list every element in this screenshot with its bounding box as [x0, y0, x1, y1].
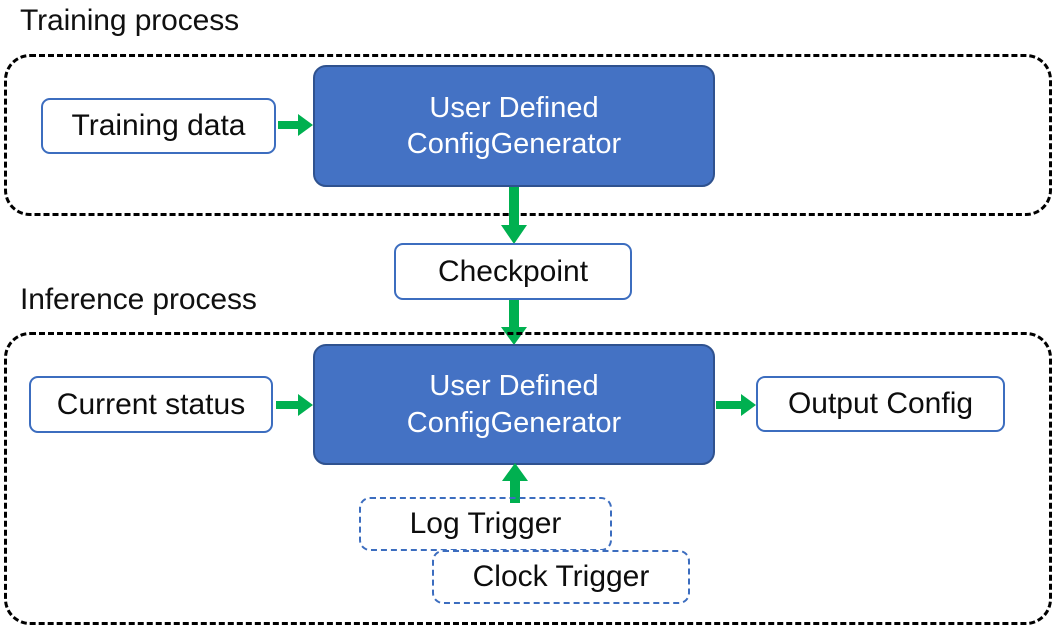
arrow-triggers-to-process: [501, 463, 529, 503]
training-configgenerator-node[interactable]: User Defined ConfigGenerator: [313, 65, 715, 187]
output-config-node[interactable]: Output Config: [756, 376, 1005, 432]
training-section-title: Training process: [20, 4, 240, 37]
arrow-training-data-to-process: [278, 113, 314, 137]
training-data-node[interactable]: Training data: [41, 98, 276, 154]
inference-process-group: [4, 332, 1052, 625]
inference-configgenerator-line2: ConfigGenerator: [406, 406, 622, 439]
arrow-current-status-to-process: [276, 393, 314, 417]
inference-configgenerator-node[interactable]: User Defined ConfigGenerator: [313, 344, 715, 465]
arrow-process-to-output-config: [716, 393, 757, 417]
log-trigger-node[interactable]: Log Trigger: [359, 497, 612, 551]
current-status-node[interactable]: Current status: [29, 376, 273, 433]
checkpoint-node[interactable]: Checkpoint: [394, 243, 632, 300]
training-process-group: [4, 54, 1052, 216]
arrow-training-process-to-checkpoint: [500, 187, 528, 245]
inference-section-title: Inference process: [20, 283, 257, 316]
clock-trigger-node[interactable]: Clock Trigger: [432, 550, 690, 604]
inference-configgenerator-line1: User Defined: [429, 370, 599, 403]
training-configgenerator-line2: ConfigGenerator: [406, 128, 622, 160]
training-configgenerator-line1: User Defined: [429, 91, 599, 124]
